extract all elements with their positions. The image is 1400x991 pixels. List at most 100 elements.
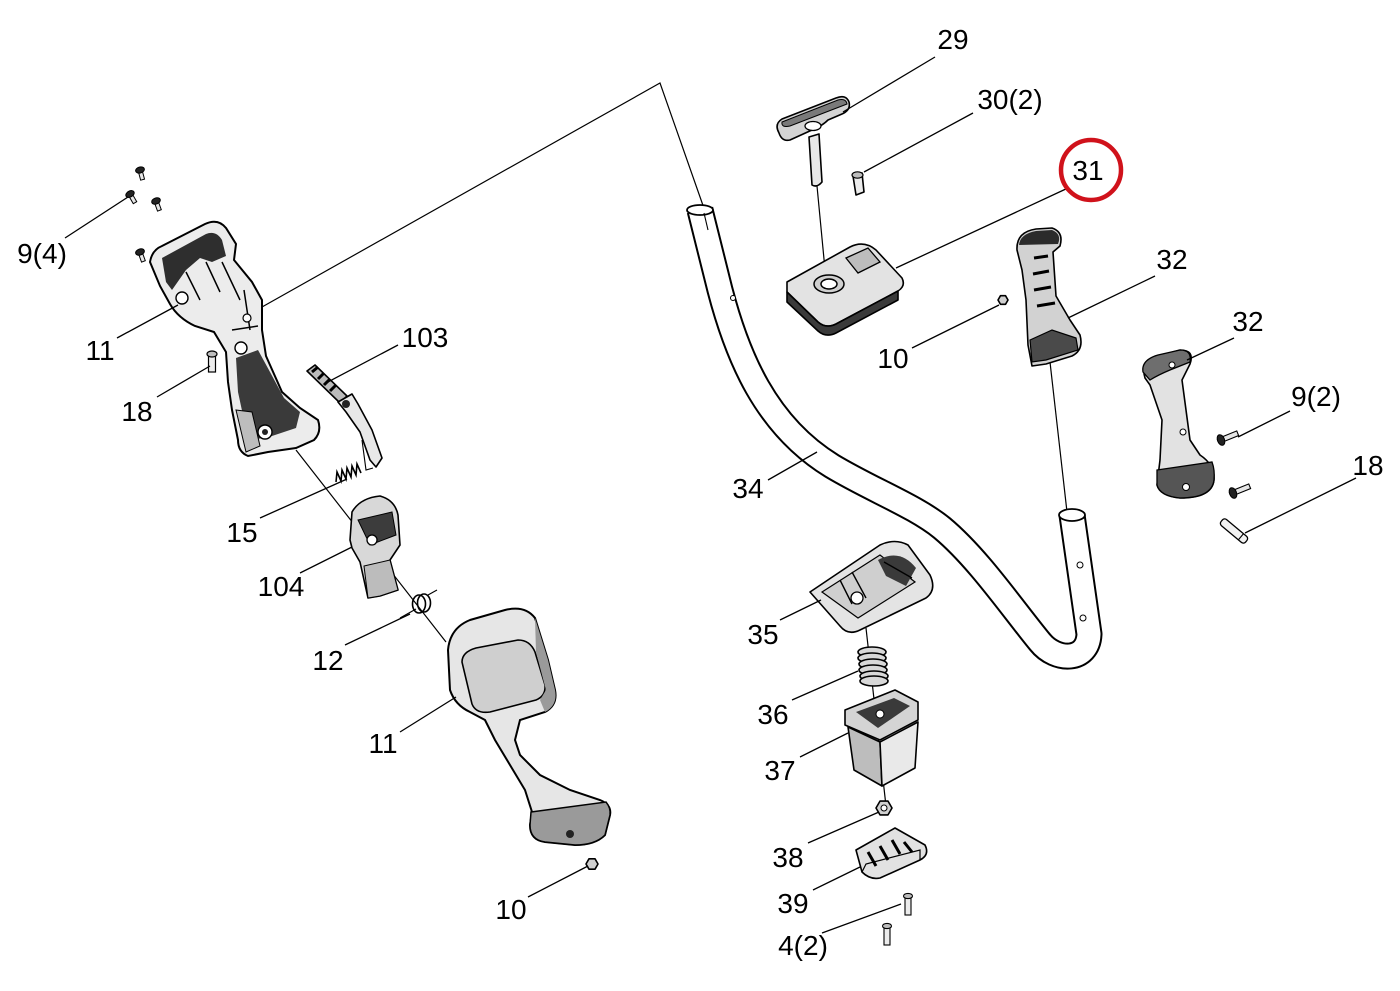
spring-15: [335, 460, 362, 485]
grip-half-32-front: [1016, 227, 1082, 367]
housing-closed-side-shade: [535, 618, 556, 712]
tube-hole-right-a: [1076, 561, 1084, 569]
leader-15: [259, 478, 348, 519]
callout-9-right[interactable]: 9(2): [1291, 381, 1341, 412]
torsion-spring-12: [399, 589, 438, 619]
grip-front-lower: [1029, 329, 1079, 363]
bolt-4-b-head: [881, 922, 893, 930]
callout-12[interactable]: 12: [312, 645, 343, 676]
housing-closed-front-panel: [461, 639, 546, 714]
tube-body: [688, 207, 1101, 668]
callout-4[interactable]: 4(2): [778, 930, 828, 961]
screw-18-head: [206, 350, 218, 358]
callout-11-closed[interactable]: 11: [368, 728, 397, 759]
leader-39: [812, 866, 861, 891]
leader-32-rear: [1186, 337, 1235, 361]
callout-10-right[interactable]: 10: [877, 343, 908, 374]
callout-32-rear[interactable]: 32: [1232, 306, 1263, 337]
housing-open-boss-b: [242, 313, 252, 323]
leader-4: [821, 903, 902, 934]
callout-36[interactable]: 36: [757, 699, 788, 730]
callout-38[interactable]: 38: [772, 842, 803, 873]
base-plate-spring-pocket: [878, 555, 916, 586]
nut-38: [875, 800, 893, 816]
callout-37[interactable]: 37: [764, 755, 795, 786]
leader-18-left: [156, 365, 211, 398]
leader-32-front: [1067, 275, 1156, 319]
bolt-4-a: [902, 892, 914, 916]
spring-12-coil-a: [411, 594, 427, 614]
spring-12-leg-b: [427, 589, 438, 596]
callout-39[interactable]: 39: [777, 888, 808, 919]
screw-head: [125, 190, 135, 198]
leader-9-left: [64, 196, 129, 239]
bolt-4-b: [881, 922, 893, 946]
callout-103[interactable]: 103: [402, 322, 449, 353]
spring-12-leg-a: [399, 608, 417, 619]
clamp-block-31: [786, 243, 905, 336]
nut-10-right: [997, 294, 1009, 306]
grip-rear-hole-top: [1168, 361, 1176, 369]
tube-hole-right-b: [1079, 614, 1087, 622]
highlight-ring: [1058, 137, 1124, 203]
pin-groove: [1237, 533, 1244, 541]
callout-32-front[interactable]: 32: [1156, 244, 1187, 275]
bolt-4-a-head: [902, 892, 914, 900]
callout-18-right[interactable]: 18: [1352, 450, 1383, 481]
callout-104[interactable]: 104: [258, 571, 305, 602]
housing-open-ribs: [185, 261, 259, 331]
leader-31: [895, 187, 1069, 269]
clamp-block-recess: [844, 247, 882, 274]
throttle-trigger-104: [349, 495, 401, 599]
callout-18-left[interactable]: 18: [121, 396, 152, 427]
leader-18-right: [1244, 477, 1357, 534]
callout-34[interactable]: 34: [732, 473, 763, 504]
grip-rear-hole-bottom: [1182, 483, 1190, 491]
grip-rear-cap: [1142, 349, 1191, 381]
leader-37: [799, 732, 849, 758]
callout-labels: 29 30(2) 31 32 32 9(2) 18 10 34 9(4) 11 …: [17, 24, 1383, 961]
lever-tab: [361, 439, 374, 471]
spring-12-coil-b: [416, 593, 432, 613]
grip-half-32-rear: [1142, 349, 1215, 499]
leader-29: [842, 56, 936, 113]
leader-104: [299, 546, 353, 574]
callout-9-left[interactable]: 9(4): [17, 238, 67, 269]
screw-9-left-c: [151, 197, 162, 212]
callout-11-open[interactable]: 11: [85, 335, 114, 366]
housing-open-boss-d-inner: [262, 429, 268, 435]
nut-10-bottom: [585, 857, 599, 871]
lever-plate: [337, 393, 383, 468]
tube-hole-upper: [730, 295, 736, 301]
clamp-39: [855, 827, 928, 880]
callout-30[interactable]: 30(2): [977, 84, 1042, 115]
leader-9-right: [1237, 410, 1291, 438]
screw-head: [151, 197, 161, 205]
pin-18-right: [1219, 518, 1249, 544]
base-plate-ribs: [839, 561, 913, 605]
callout-10-bottom[interactable]: 10: [495, 894, 526, 925]
block-37: [844, 689, 919, 787]
tube-right-opening: [1058, 508, 1086, 522]
clamp-39-ribs: [866, 839, 914, 867]
knob-wing-top: [781, 99, 848, 127]
housing-closed-screw-hole: [566, 830, 574, 838]
housing-open-boss-c: [234, 341, 248, 355]
screw-head: [135, 248, 145, 256]
spring-36-coil: [859, 675, 889, 687]
lever-teeth: [311, 365, 338, 393]
axis-line-grip: [1049, 361, 1068, 513]
screw-9-left-d: [135, 248, 146, 263]
callout-31[interactable]: 31: [1072, 155, 1103, 186]
leader-11-closed: [399, 696, 457, 733]
lever-103: [306, 364, 383, 471]
knob-hub: [804, 120, 822, 132]
leader-34: [767, 451, 818, 481]
callout-15[interactable]: 15: [226, 517, 257, 548]
grip-front-outline: [1016, 227, 1082, 367]
tube-slot: [703, 212, 709, 231]
leader-10-right: [911, 304, 1000, 349]
callout-29[interactable]: 29: [937, 24, 968, 55]
callout-35[interactable]: 35: [747, 619, 778, 650]
